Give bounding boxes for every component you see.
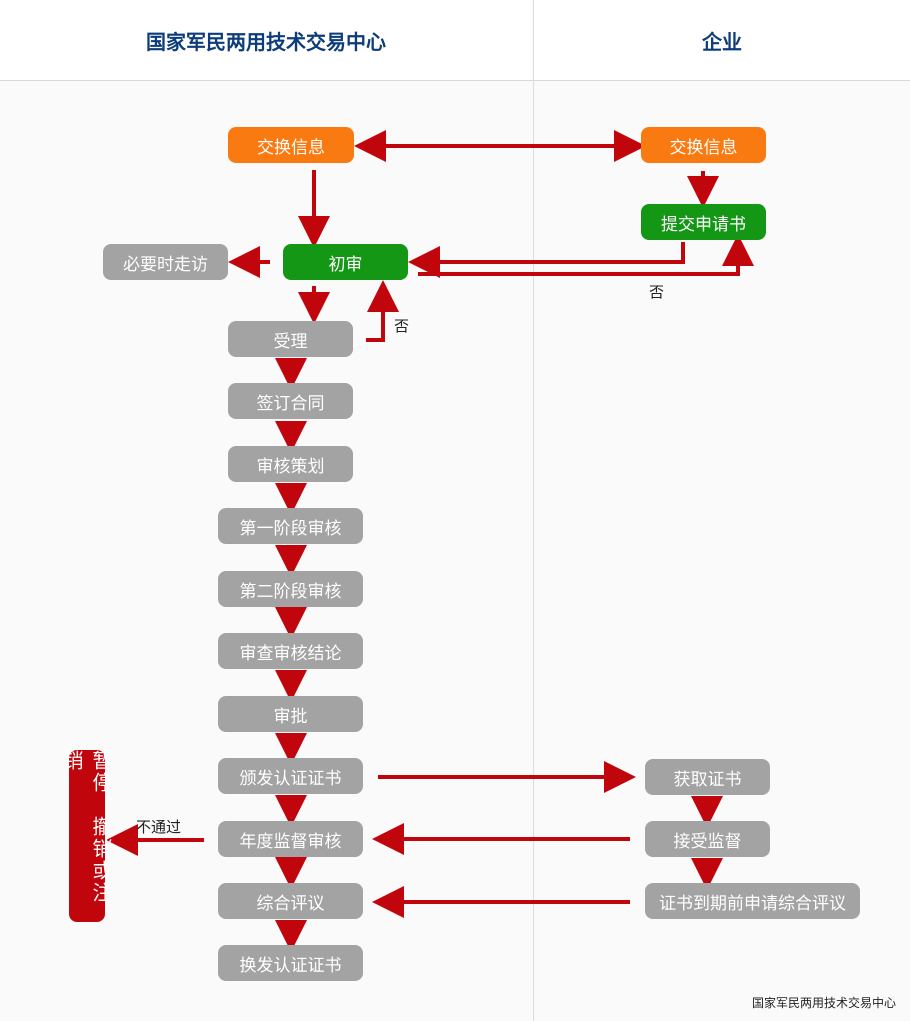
node-exchange-info-center: 交换信息 (228, 127, 354, 163)
node-apply-before-expiry: 证书到期前申请综合评议 (645, 883, 860, 919)
node-accept-supervision: 接受监督 (645, 821, 770, 857)
node-approval: 审批 (218, 696, 363, 732)
node-stage2-audit: 第二阶段审核 (218, 571, 363, 607)
column-divider (533, 0, 534, 1021)
arrow-acceptance-to-review (366, 280, 399, 342)
node-annual-audit: 年度监督审核 (218, 821, 363, 857)
arrow-submit-to-review (408, 242, 685, 278)
column-header-enterprise: 企业 (534, 0, 910, 80)
node-renew-certificate: 换发认证证书 (218, 945, 363, 981)
arrow-review-to-submit (418, 234, 754, 276)
label-no-enterprise: 否 (649, 283, 665, 301)
node-preliminary-review: 初审 (283, 244, 408, 280)
node-obtain-certificate: 获取证书 (645, 759, 770, 795)
node-visit-if-needed: 必要时走访 (103, 244, 228, 280)
node-comprehensive-eval: 综合评议 (218, 883, 363, 919)
footer-source: 国家军民两用技术交易中心 (751, 996, 896, 1010)
node-issue-certificate: 颁发认证证书 (218, 758, 363, 794)
node-submit-application: 提交申请书 (641, 204, 766, 240)
node-exchange-info-enterprise: 交换信息 (641, 127, 766, 163)
node-stage1-audit: 第一阶段审核 (218, 508, 363, 544)
node-review-conclusion: 审查审核结论 (218, 633, 363, 669)
column-header-center: 国家军民两用技术交易中心 (0, 0, 532, 80)
node-sign-contract: 签订合同 (228, 383, 353, 419)
header-separator (0, 80, 910, 81)
node-audit-planning: 审核策划 (228, 446, 353, 482)
label-fail: 不通过 (136, 818, 182, 836)
node-suspend-revoke: 暂停、撤销或注销 (60, 750, 113, 922)
label-no-acceptance: 否 (394, 317, 410, 335)
node-acceptance: 受理 (228, 321, 353, 357)
